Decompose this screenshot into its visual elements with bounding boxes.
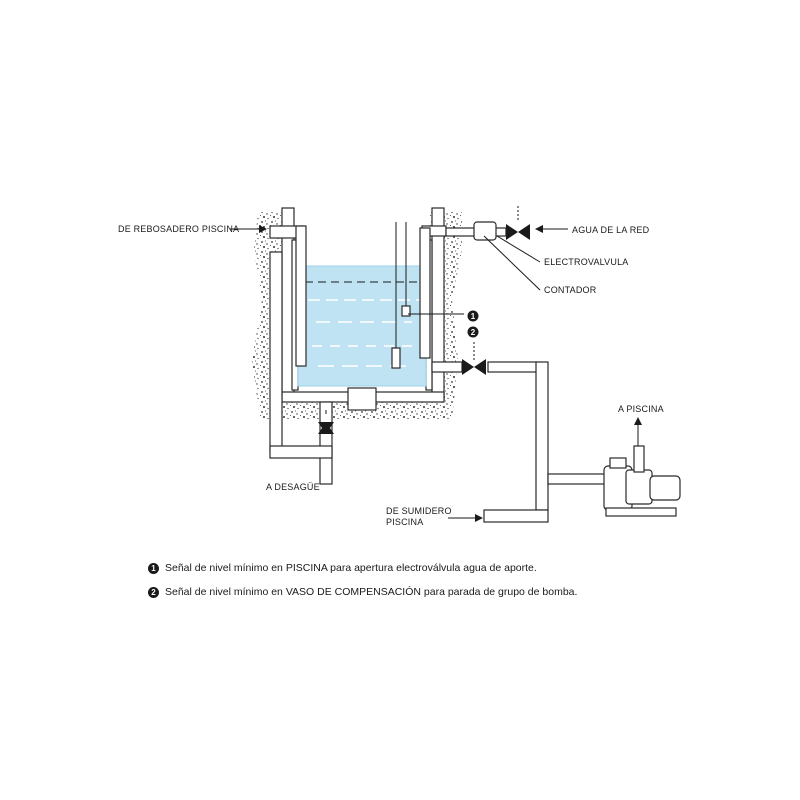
svg-text:2: 2 [471,328,476,337]
flow-arrows [230,225,642,522]
pump [603,445,681,517]
drain-valve [318,410,334,434]
legend-text-1: Señal de nivel mínimo en PISCINA para ap… [165,562,537,574]
overflow-inlet-pipe [269,225,307,367]
label-agua-red: AGUA DE LA RED [572,225,650,235]
label-electrovalvula: ELECTROVALVULA [544,257,629,267]
level-probes [391,222,411,369]
legend-item-1: 1 Señal de nivel mínimo en PISCINA para … [148,562,537,574]
legend-text-2: Señal de nivel mínimo en VASO DE COMPENS… [165,586,578,598]
label-contador: CONTADOR [544,285,597,295]
pump-suction-pipe [431,340,611,523]
label-a-piscina: A PISCINA [618,404,664,414]
label-a-desague: A DESAGÜE [266,482,320,492]
marker-1: 1 [467,310,479,322]
tank-water [297,265,427,387]
legend-number-2: 2 [148,586,159,598]
label-sumidero-2: PISCINA [386,517,423,527]
leader-lines [408,235,541,315]
mains-water-pipe [419,206,530,359]
label-sumidero-1: DE SUMIDERO [386,506,452,516]
svg-text:1: 1 [471,312,476,321]
marker-2: 2 [467,326,479,338]
legend-item-2: 2 Señal de nivel mínimo en VASO DE COMPE… [148,586,577,598]
label-rebosadero: DE REBOSADERO PISCINA [118,224,239,234]
legend-number-1: 1 [148,562,159,574]
